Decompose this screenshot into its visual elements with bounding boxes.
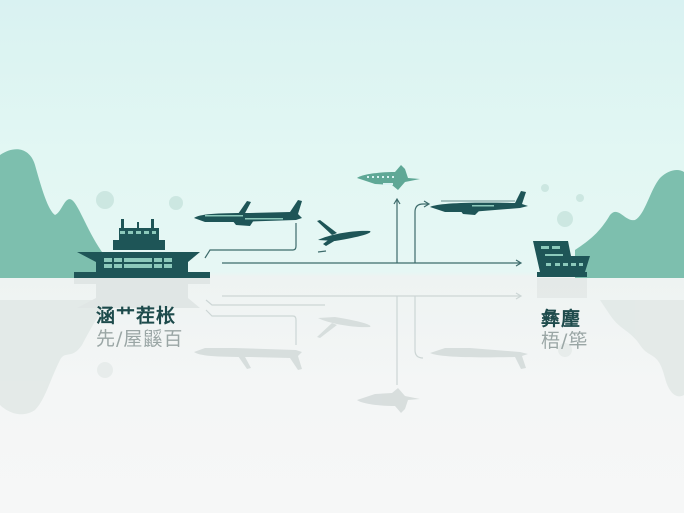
reflection: [0, 278, 684, 415]
arrival-building-reflection: [537, 278, 587, 298]
route-lines: [204, 197, 523, 267]
arrival-building: [533, 241, 590, 277]
departure-label-reflection: 先/屋鼷百: [96, 328, 184, 350]
airplane-reflections: [194, 317, 528, 413]
right-mountain: [575, 170, 684, 278]
arrival-label-reflection: 梧/筚: [541, 330, 589, 352]
left-mountain-reflection: [0, 300, 110, 415]
right-mountain-reflection: [600, 300, 684, 397]
airplane-4: [430, 191, 528, 215]
cloud-puff: [576, 194, 584, 202]
cloud-puff: [169, 196, 183, 210]
airplane-3: [357, 165, 420, 190]
airplane-2: [317, 220, 371, 246]
arrival-label: 彝麈: [541, 308, 582, 330]
cloud-puff: [541, 184, 549, 192]
terminal-reflection: [74, 278, 210, 308]
departure-label: 涵艹茬枨: [96, 305, 177, 327]
cloud-puff: [96, 191, 114, 209]
cloud-puff: [557, 211, 573, 227]
terminal-building: [74, 219, 210, 278]
route-lines-reflection: [205, 292, 523, 385]
left-mountain: [0, 149, 110, 278]
airplane-1: [194, 200, 302, 226]
